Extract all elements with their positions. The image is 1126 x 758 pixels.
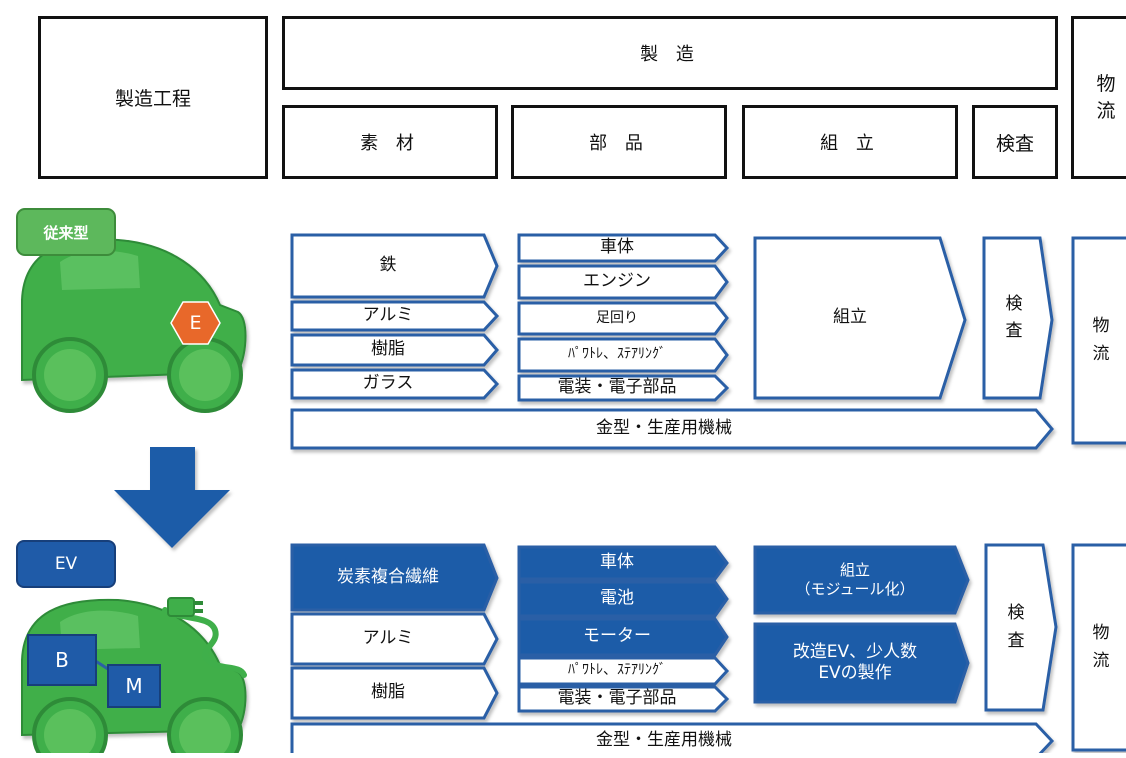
ev-parts-arrow-powertrain xyxy=(517,656,730,686)
conventional-badge: 従来型 xyxy=(16,208,116,256)
conv-parts-arrow-body xyxy=(517,233,730,263)
ev-material-arrow-carbon xyxy=(290,543,499,612)
ev-part-body: 車体 xyxy=(600,552,634,573)
ev-logistics-box xyxy=(1071,543,1126,752)
inspection-header-cell: 検査 xyxy=(972,105,1058,179)
conv-material-arrow-iron xyxy=(290,233,499,299)
conv-tooling-label: 金型・生産用機械 xyxy=(596,418,732,439)
ev-part-motor: モーター xyxy=(583,626,651,647)
manufacturing-label: 製 造 xyxy=(640,44,700,65)
conv-parts-arrow-powertrain xyxy=(517,337,729,373)
conv-part-powertrain: ﾊﾟﾜﾄﾚ、ｽﾃｱﾘﾝｸﾞ xyxy=(568,346,666,363)
ev-material-aluminum: アルミ xyxy=(362,628,414,649)
ev-material-arrow-aluminum xyxy=(290,612,499,666)
ev-assembly-label: 組立 （モジュール化） xyxy=(795,561,915,598)
inspection-label: 検査 xyxy=(995,132,1034,155)
conventional-car-illustration xyxy=(21,238,247,413)
conv-logistics-box xyxy=(1071,236,1126,445)
conv-logistics-label: 物 流 xyxy=(1092,316,1110,364)
ev-part-powertrain: ﾊﾟﾜﾄﾚ、ｽﾃｱﾘﾝｸﾞ xyxy=(568,662,666,679)
ev-part-battery: 電池 xyxy=(600,588,634,609)
conv-assembly-label: 組立 xyxy=(833,307,867,328)
ev-parts-arrow-battery xyxy=(517,580,729,618)
logistics-label: 物 流 xyxy=(1096,72,1116,122)
conv-inspection-label: 検 査 xyxy=(1005,293,1023,341)
ev-tooling-arrow xyxy=(290,722,1055,753)
conv-inspection-arrow xyxy=(982,236,1054,400)
conv-material-resin: 樹脂 xyxy=(371,339,405,360)
conv-parts-arrow-electrical xyxy=(517,374,730,402)
conv-part-electrical: 電装・電子部品 xyxy=(557,377,677,398)
process-label: 製造工程 xyxy=(114,88,191,110)
charging-cord xyxy=(162,607,247,678)
assembly-label: 組 立 xyxy=(820,133,880,154)
ev-logistics-label: 物 流 xyxy=(1092,623,1110,671)
ev-material-carbon: 炭素複合繊維 xyxy=(337,566,439,587)
conv-material-glass: ガラス xyxy=(362,373,414,394)
conv-material-arrow-resin xyxy=(290,333,499,367)
motor-mark: M xyxy=(125,674,143,698)
ev-badge: EV xyxy=(16,540,116,588)
transition-down-arrow xyxy=(114,447,230,548)
manufacturing-header-cell: 製 造 xyxy=(282,16,1058,90)
parts-label: 部 品 xyxy=(589,133,649,154)
assembly-header-cell: 組 立 xyxy=(742,105,958,179)
ev-conversion-arrow xyxy=(753,622,970,704)
conv-part-engine: エンジン xyxy=(583,271,651,292)
conv-tooling-arrow xyxy=(290,408,1054,450)
charging-plug-icon xyxy=(167,597,195,617)
material-header-cell: 素 材 xyxy=(282,105,498,179)
conv-parts-arrow-engine xyxy=(517,264,729,300)
process-label-cell: 製造工程 xyxy=(38,16,268,179)
ev-car-illustration xyxy=(21,597,247,753)
battery-mark: B xyxy=(55,648,69,672)
conv-parts-arrow-suspension xyxy=(517,301,729,336)
ev-part-electrical: 電装・電子部品 xyxy=(557,688,677,709)
ev-inspection-arrow xyxy=(984,543,1058,712)
ev-material-arrow-resin xyxy=(290,666,499,720)
ev-material-resin: 樹脂 xyxy=(371,682,405,703)
ev-parts-arrow-motor xyxy=(517,617,729,657)
battery-box xyxy=(27,634,97,686)
ev-assembly-arrow xyxy=(753,545,970,615)
engine-hexagon xyxy=(170,301,221,345)
motor-box xyxy=(107,664,161,708)
parts-header-cell: 部 品 xyxy=(511,105,727,179)
ev-parts-arrow-body xyxy=(517,545,729,581)
conv-material-aluminum: アルミ xyxy=(362,305,414,326)
material-label: 素 材 xyxy=(360,133,420,154)
conv-material-iron: 鉄 xyxy=(379,255,397,276)
ev-parts-arrow-electrical xyxy=(517,685,730,713)
conv-part-suspension: 足回り xyxy=(596,309,638,326)
ev-inspection-label: 検 査 xyxy=(1007,603,1025,651)
logistics-header-cell: 物 流 xyxy=(1071,16,1126,179)
ev-conversion-label: 改造EV、少人数 EVの製作 xyxy=(792,641,918,683)
conv-material-arrow-aluminum xyxy=(290,300,500,332)
conv-assembly-arrow xyxy=(753,236,967,400)
conv-part-body: 車体 xyxy=(600,237,634,258)
engine-mark: E xyxy=(189,312,202,334)
conv-material-arrow-glass xyxy=(290,368,500,400)
ev-tooling-label: 金型・生産用機械 xyxy=(596,730,732,751)
